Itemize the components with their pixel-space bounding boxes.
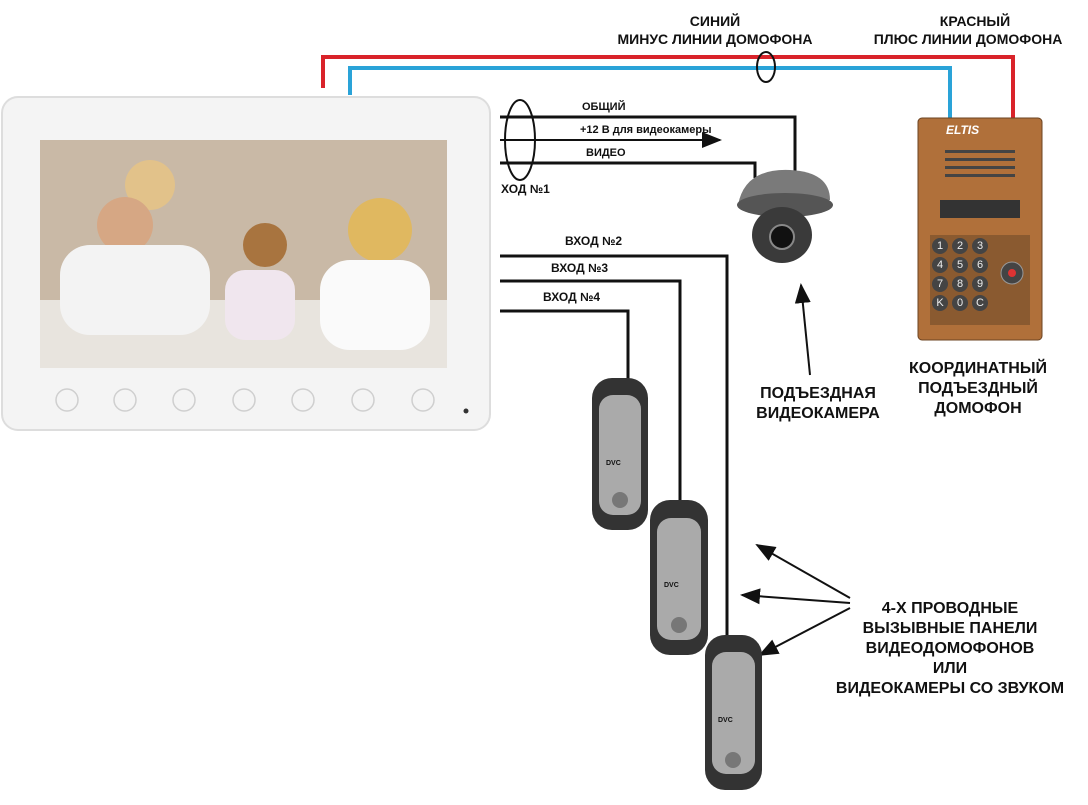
call-panels	[592, 378, 762, 790]
video-monitor	[1, 96, 491, 431]
keypad-key[interactable]: 4	[932, 257, 948, 273]
panel-brand: DVC	[718, 717, 733, 724]
panel-arrow-1	[755, 544, 851, 599]
keypad-key[interactable]: K	[932, 295, 948, 311]
video-wire-label: ВИДЕО	[586, 147, 626, 159]
call-panel-1	[592, 378, 648, 530]
common-wire	[500, 115, 797, 175]
input3-label: ВХОД №3	[551, 261, 609, 275]
keypad-key[interactable]: 7	[932, 276, 948, 292]
blue-wire-color-label: СИНИЙ	[689, 13, 741, 29]
keypad-key[interactable]: 1	[932, 238, 948, 254]
panels-label-line4: ИЛИ	[932, 660, 968, 677]
panel-arrow-2	[740, 588, 851, 605]
panels-label-line1: 4-Х ПРОВОДНЫЕ	[881, 600, 1019, 617]
blue-wire-label: МИНУС ЛИНИИ ДОМОФОНА	[617, 31, 813, 47]
common-wire-label: ОБЩИЙ	[582, 101, 626, 113]
dome-camera	[737, 169, 833, 263]
camera-label-line1: ПОДЪЕЗДНАЯ	[760, 385, 876, 402]
keypad-key[interactable]: 0	[952, 295, 968, 311]
panel-arrow-3	[758, 607, 851, 656]
panel-brand: DVC	[664, 582, 679, 589]
keypad-key[interactable]: 8	[952, 276, 968, 292]
input1-bundle-mark	[504, 99, 536, 181]
intercom-keypad: 1 2 3 4 5 6 7 8 9 K 0 C	[932, 238, 992, 311]
camera-label-line2: ВИДЕОКАМЕРА	[756, 405, 880, 422]
power-wire-label: +12 В для видеокамеры	[580, 124, 712, 136]
red-wire-label: ПЛЮС ЛИНИИ ДОМОФОНА	[873, 31, 1063, 47]
keypad-key[interactable]: C	[972, 295, 988, 311]
call-panel-3	[705, 635, 762, 790]
keypad-key[interactable]: 2	[952, 238, 968, 254]
intercom-label-line2: ПОДЪЕЗДНЫЙ	[918, 380, 1038, 397]
panel-brand: DVC	[606, 460, 621, 467]
input4-wire	[500, 309, 630, 380]
intercom-label-line1: КООРДИНАТНЫЙ	[908, 360, 1048, 377]
red-wire	[321, 55, 1015, 120]
keypad-key[interactable]: 6	[972, 257, 988, 273]
input1-label: ХОД №1	[501, 182, 550, 196]
input3-wire	[500, 279, 682, 505]
intercom-label-line3: ДОМОФОН	[934, 400, 1022, 417]
keypad-key[interactable]: 3	[972, 238, 988, 254]
panels-label-line3: ВИДЕОДОМОФОНОВ	[865, 640, 1035, 657]
input4-label: ВХОД №4	[543, 290, 601, 304]
video-wire	[500, 161, 757, 178]
input2-label: ВХОД №2	[565, 234, 623, 248]
input2-wire	[500, 254, 729, 640]
panels-label-line5: ВИДЕОКАМЕРЫ СО ЗВУКОМ	[835, 680, 1065, 697]
camera-arrow	[794, 283, 811, 376]
red-wire-color-label: КРАСНЫЙ	[939, 13, 1011, 29]
call-panel-2	[650, 500, 708, 655]
wire-bundle-mark	[756, 51, 776, 83]
panels-label-line2: ВЫЗЫВНЫЕ ПАНЕЛИ	[862, 620, 1038, 637]
blue-wire	[348, 66, 952, 120]
keypad-key[interactable]: 5	[952, 257, 968, 273]
intercom-brand: ELTIS	[946, 123, 980, 137]
keypad-key[interactable]: 9	[972, 276, 988, 292]
